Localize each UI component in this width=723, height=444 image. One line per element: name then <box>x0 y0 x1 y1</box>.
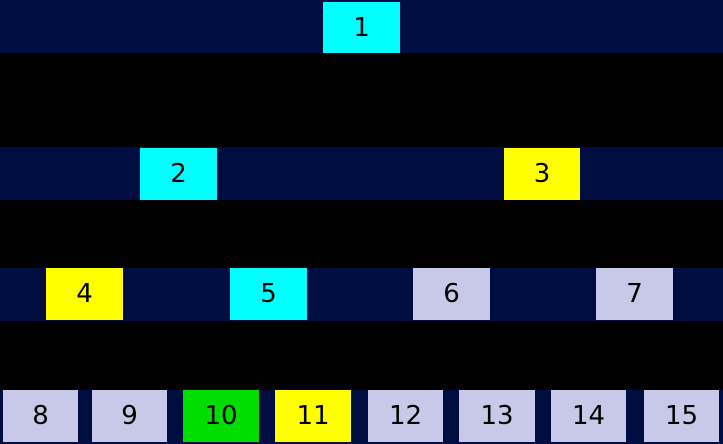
tree-node-15: 15 <box>644 390 719 442</box>
tree-node-7: 7 <box>596 268 673 320</box>
tree-node-8: 8 <box>3 390 78 442</box>
tree-node-14: 14 <box>551 390 626 442</box>
tree-node-13: 13 <box>459 390 535 442</box>
tree-node-9: 9 <box>92 390 167 442</box>
tree-node-5: 5 <box>230 268 307 320</box>
tree-node-11: 11 <box>275 390 351 442</box>
tree-node-10: 10 <box>183 390 259 442</box>
tree-node-2: 2 <box>140 148 217 200</box>
level-band-2 <box>0 147 723 200</box>
tree-node-12: 12 <box>368 390 443 442</box>
tree-node-6: 6 <box>413 268 490 320</box>
tree-node-1: 1 <box>323 2 400 53</box>
tree-node-3: 3 <box>504 148 580 200</box>
tree-node-4: 4 <box>46 268 123 320</box>
